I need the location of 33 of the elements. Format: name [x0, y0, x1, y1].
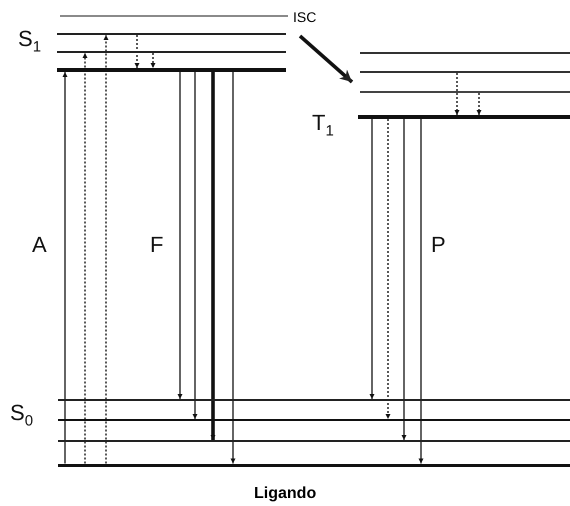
transition-arrow [210, 72, 216, 440]
energy-level-line [360, 52, 570, 54]
caption: Ligando [254, 486, 316, 502]
energy-level-line [360, 71, 570, 73]
transition-arrow [178, 72, 182, 399]
energy-level-line [58, 399, 570, 401]
transition-arrow [454, 73, 460, 115]
transition-arrow [192, 72, 198, 419]
transition-arrow [476, 93, 482, 115]
transition-arrow [386, 119, 390, 419]
energy-level-line [58, 440, 570, 442]
transition-arrow [150, 53, 156, 68]
transition-arrow [230, 72, 236, 464]
transition-arrow [62, 72, 68, 464]
transition-arrow [418, 119, 424, 464]
transition-arrow [370, 119, 374, 399]
transition-arrow [104, 35, 108, 464]
state-label: S$_{0}$ [10, 402, 34, 428]
transition-label: F [150, 234, 164, 256]
energy-level-line [57, 33, 286, 35]
state-label: S$_{1}$ [18, 28, 42, 54]
edge-label: ISC [292, 10, 318, 24]
energy-level-line [58, 419, 570, 421]
energy-level-line [60, 15, 288, 17]
energy-level-line [360, 91, 570, 93]
transition-arrow [402, 119, 406, 440]
transition-label: P [431, 234, 446, 256]
state-label: T$_{1}$ [312, 112, 334, 138]
transition-arrow [82, 53, 88, 464]
energy-level-line [57, 51, 286, 53]
transition-label: A [32, 234, 47, 256]
transition-arrow [134, 35, 140, 68]
energy-level-line [58, 464, 570, 466]
